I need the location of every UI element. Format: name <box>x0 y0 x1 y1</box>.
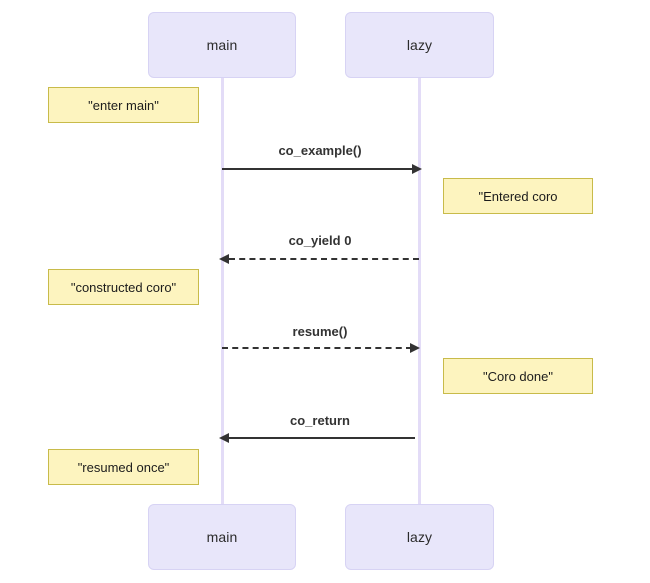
arrowhead-right-icon <box>412 164 422 174</box>
note-resumed-once: "resumed once" <box>48 449 199 485</box>
message-label: co_return <box>290 413 350 428</box>
participant-main-bottom[interactable]: main <box>148 504 296 570</box>
message-label: co_example() <box>278 143 362 158</box>
participant-main-top[interactable]: main <box>148 12 296 78</box>
participant-label: main <box>206 529 238 545</box>
message-line <box>229 258 419 260</box>
message-label: co_yield 0 <box>288 233 352 248</box>
note-enter-main: "enter main" <box>48 87 199 123</box>
message-line <box>222 347 412 349</box>
note-text: "Coro done" <box>483 368 553 384</box>
lifeline-main <box>221 78 224 504</box>
participant-lazy-bottom[interactable]: lazy <box>345 504 494 570</box>
arrowhead-left-icon <box>219 254 229 264</box>
participant-label: lazy <box>406 37 433 53</box>
arrowhead-right-icon <box>410 343 420 353</box>
participant-lazy-top[interactable]: lazy <box>345 12 494 78</box>
lifeline-lazy <box>418 78 421 504</box>
note-text: "constructed coro" <box>70 279 177 295</box>
participant-label: main <box>206 37 238 53</box>
note-entered-coro: "Entered coro <box>443 178 593 214</box>
note-constructed-coro: "constructed coro" <box>48 269 199 305</box>
note-text: "resumed once" <box>77 459 170 475</box>
note-text: "Entered coro <box>478 188 558 204</box>
message-line <box>222 168 412 170</box>
participant-label: lazy <box>406 529 433 545</box>
message-line <box>229 437 415 439</box>
arrowhead-left-icon <box>219 433 229 443</box>
note-coro-done: "Coro done" <box>443 358 593 394</box>
message-label: resume() <box>292 324 348 339</box>
note-text: "enter main" <box>88 97 159 113</box>
